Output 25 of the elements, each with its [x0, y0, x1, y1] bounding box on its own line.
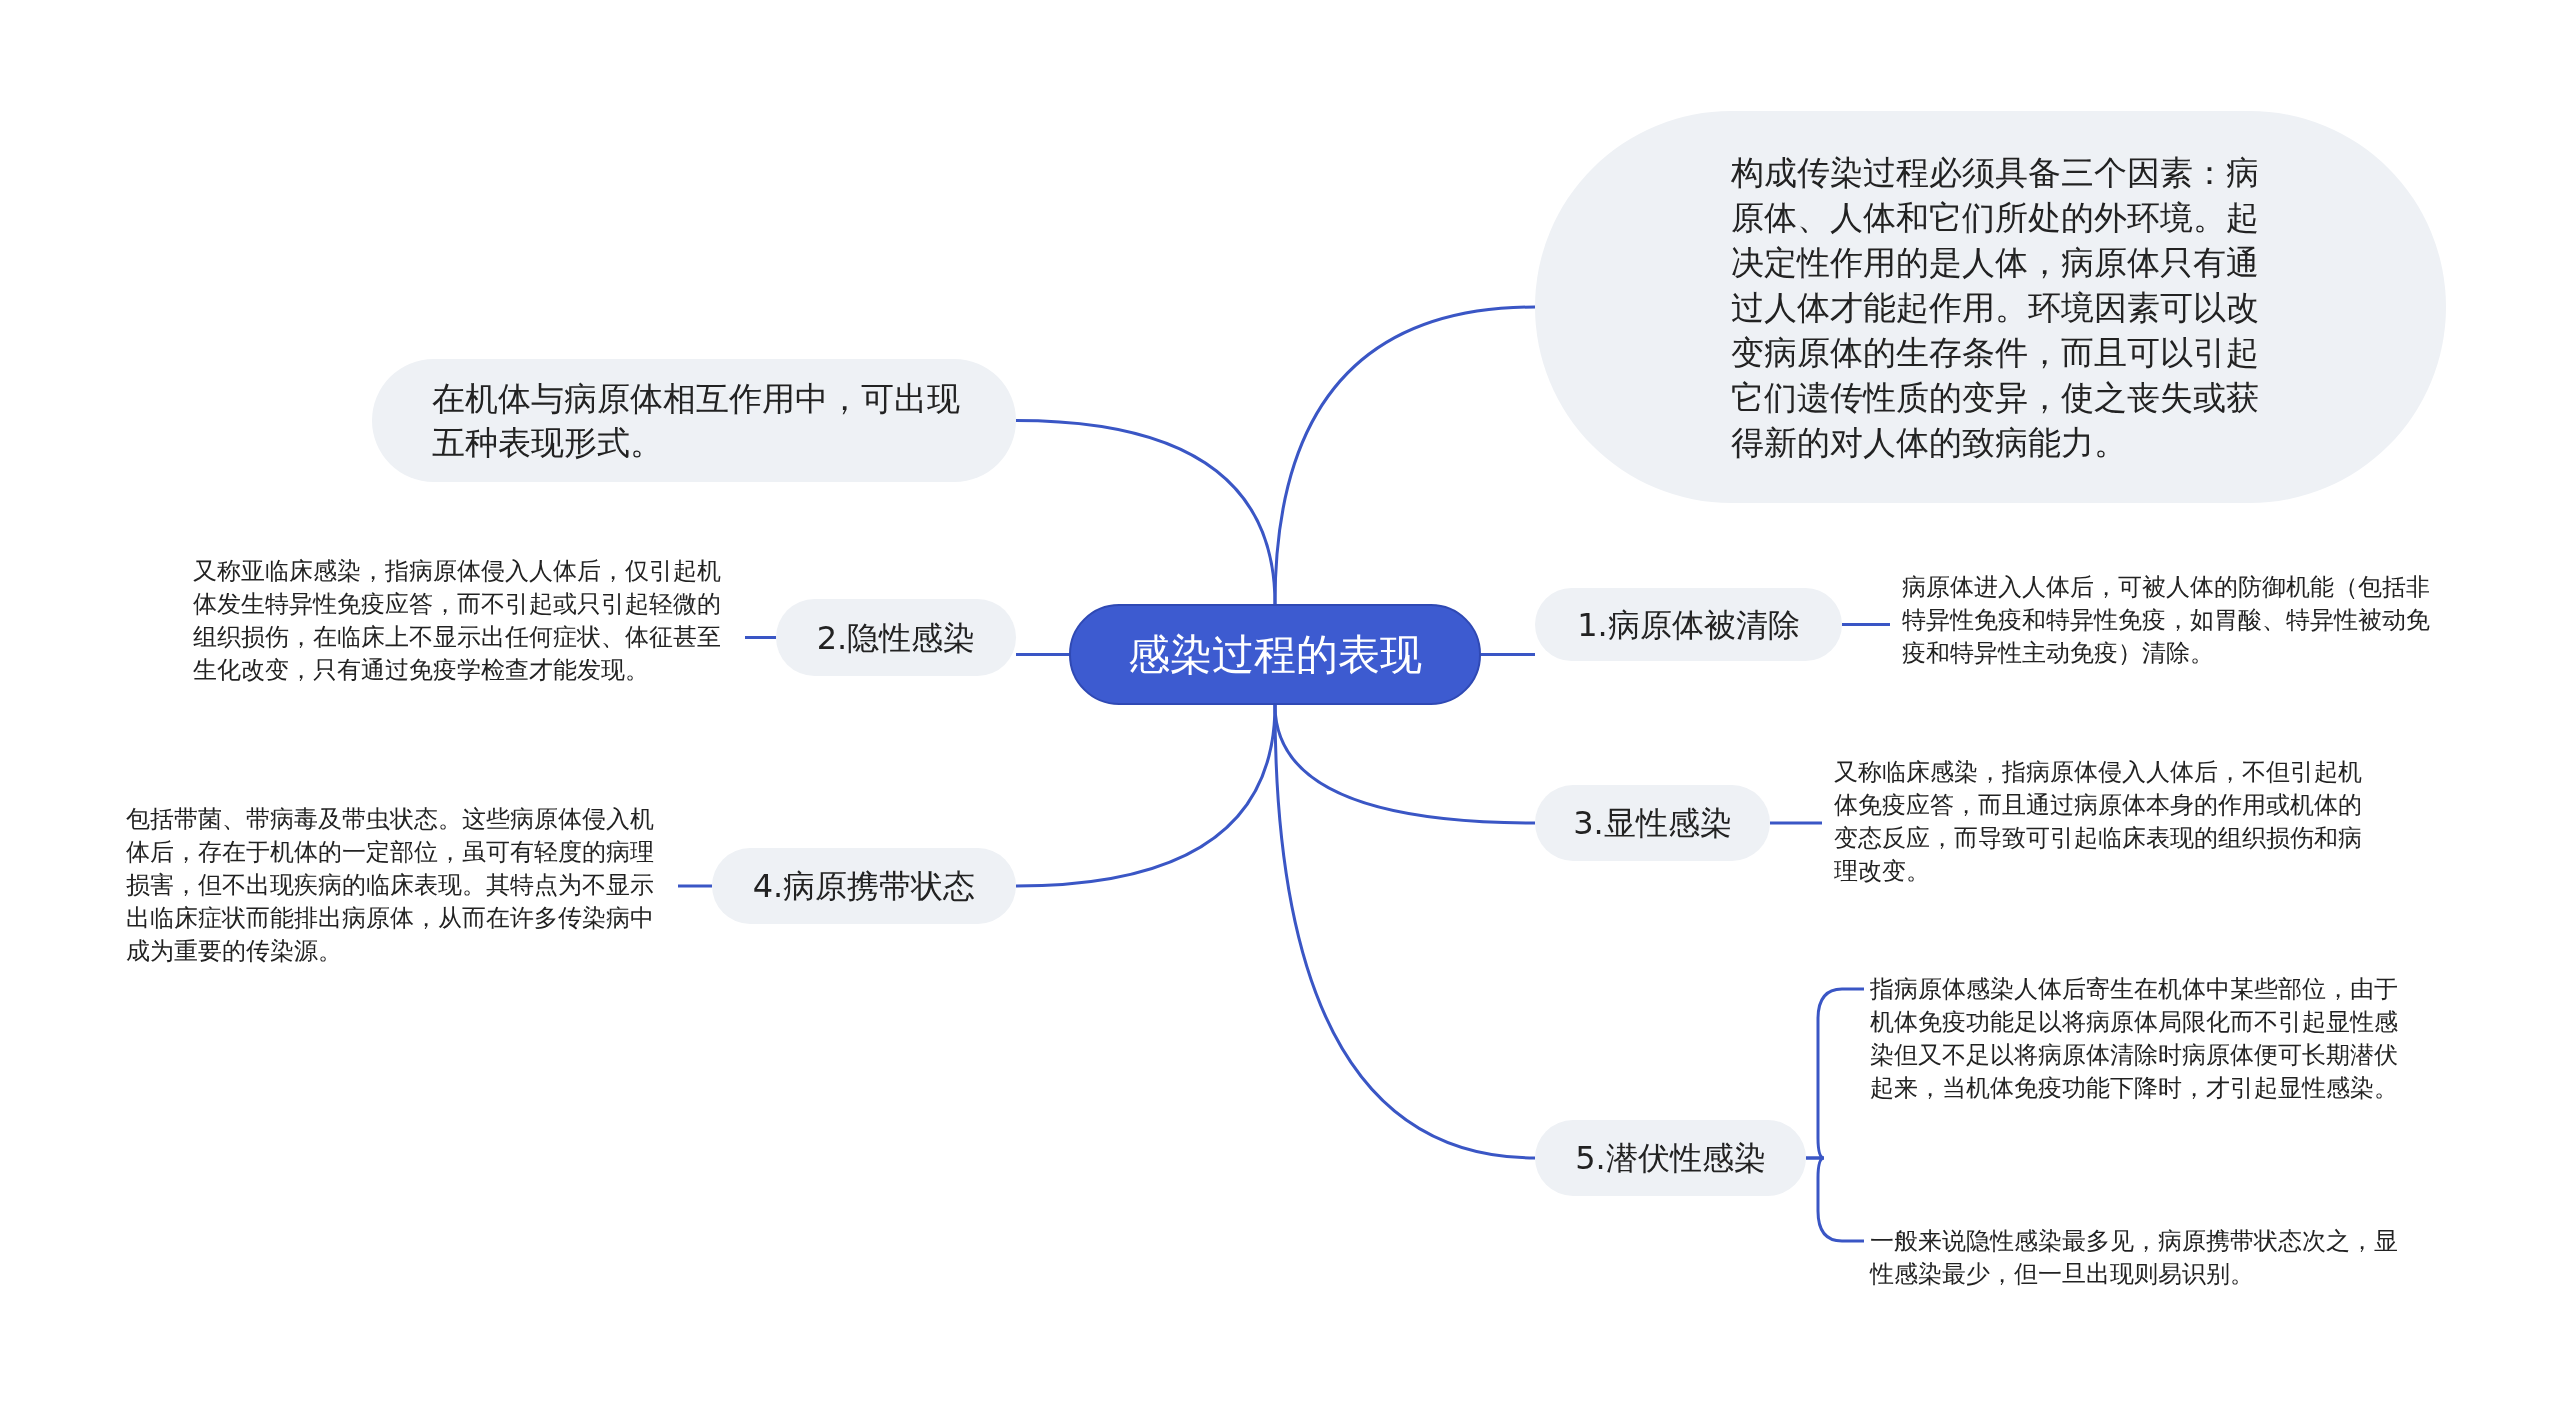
central-topic: 感染过程的表现 — [1069, 604, 1481, 705]
description-text: 病原体进入人体后，可被人体的防御机能（包括非特异性免疫和特异性免疫，如胃酸、特异性被动免疫和特异性主动免疫）清除。 — [1902, 571, 2447, 670]
connector-line — [1806, 1156, 1864, 1243]
description-text: 又称临床感染，指病原体侵入人体后，不但引起机体免疫应答，而且通过病原体本身的作用或机体的变态反应，而导致可引起临床表现的组织损伤和病理改变。 — [1834, 756, 2374, 888]
topic-bubble: 1.病原体被清除 — [1535, 588, 1842, 661]
connector-line — [1842, 623, 1890, 626]
description-text: 又称亚临床感染，指病原体侵入人体后，仅引起机体发生特异性免疫应答，而不引起或只引起轻微的组织损伤，在临床上不显示出任何症状、体征甚至生化改变，只有通过免疫学检查才能发现。 — [193, 555, 733, 687]
connector-line — [1770, 821, 1822, 825]
connector-line — [745, 636, 776, 639]
connector-line — [1015, 419, 1277, 605]
description-text: 一般来说隐性感染最多见，病原携带状态次之，显性感染最少，但一旦出现则易识别。 — [1870, 1225, 2410, 1291]
topic-bubble: 2.隐性感染 — [776, 599, 1016, 676]
connector-line — [678, 884, 712, 888]
description-text: 指病原体感染人体后寄生在机体中某些部位，由于机体免疫功能足以将病原体局限化而不引起显性感染但又不足以将病原体清除时病原体便可长期潜伏起来，当机体免疫功能下降时，才引起显性感染。 — [1870, 973, 2410, 1105]
connector-line — [1015, 704, 1277, 888]
topic-bubble: 5.潜伏性感染 — [1535, 1120, 1806, 1196]
connector-line — [1273, 305, 1536, 605]
connector-line — [1481, 653, 1535, 656]
topic-bubble: 4.病原携带状态 — [712, 848, 1016, 924]
note-bubble: 在机体与病原体相互作用中，可出现五种表现形式。 — [372, 359, 1016, 482]
connector-line — [1273, 704, 1536, 1160]
connector-line — [1016, 653, 1069, 656]
description-text: 包括带菌、带病毒及带虫状态。这些病原体侵入机体后，存在于机体的一定部位，虽可有轻度的病理损害，但不出现疾病的临床表现。其特点为不显示出临床症状而能排出病原体，从而在许多传染病中成为重要的传染源。 — [126, 803, 666, 968]
note-bubble: 构成传染过程必须具备三个因素：病原体、人体和它们所处的外环境。起决定性作用的是人体，病原体只有通过人体才能起作用。环境因素可以改变病原体的生存条件，而且可以引起它们遗传性质的变异，使之丧失或获得新的对人体的致病能力。 — [1535, 111, 2446, 503]
topic-bubble: 3.显性感染 — [1535, 785, 1770, 861]
